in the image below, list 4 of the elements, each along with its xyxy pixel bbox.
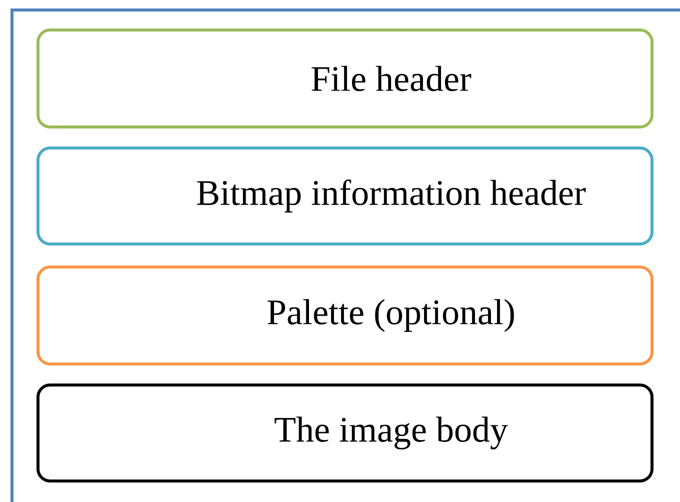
block-box: Bitmap information header — [36, 146, 654, 246]
block-box: File header — [36, 28, 654, 128]
block-box: The image body — [36, 384, 654, 482]
block-box: Palette (optional) — [36, 266, 654, 366]
